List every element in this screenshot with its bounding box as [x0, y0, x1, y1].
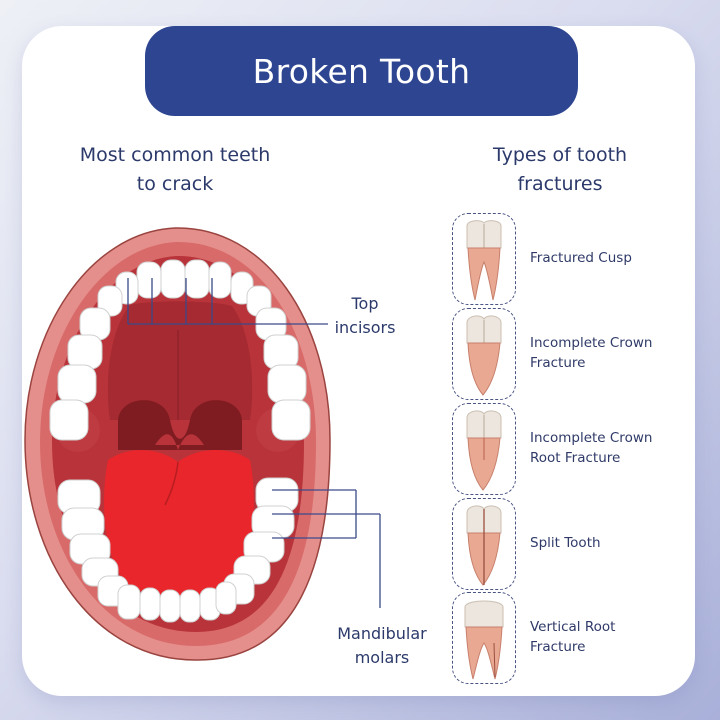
fracture-label-line2: Fracture	[530, 355, 586, 371]
fractured-cusp-tooth-icon	[452, 213, 516, 305]
tongue	[104, 450, 254, 597]
fracture-label: Split Tooth	[530, 535, 601, 551]
incomplete-crown-fracture-tooth-icon	[452, 308, 516, 400]
fracture-item-vertical-root: Vertical Root Fracture	[452, 592, 687, 684]
top-incisors-callout-lines	[127, 278, 328, 325]
lower-teeth	[57, 477, 299, 623]
page-title: Broken Tooth	[252, 51, 471, 91]
fracture-label: Incomplete Crown	[530, 335, 653, 351]
label-top-incisors: Top incisors	[330, 292, 400, 340]
label-mand-line2: molars	[354, 648, 410, 667]
incomplete-crown-root-fracture-tooth-icon	[452, 403, 516, 495]
upper-teeth	[49, 259, 311, 441]
fracture-item-incomplete-crown-root: Incomplete Crown Root Fracture	[452, 403, 687, 495]
right-heading-line1: Types of tooth	[492, 144, 628, 166]
fracture-item-fractured-cusp: Fractured Cusp	[452, 213, 687, 305]
left-heading-line1: Most common teeth	[79, 144, 271, 166]
fracture-item-incomplete-crown: Incomplete Crown Fracture	[452, 308, 687, 400]
fracture-label: Fractured Cusp	[530, 250, 632, 266]
fracture-label: Incomplete Crown	[530, 430, 653, 446]
label-mand-line1: Mandibular	[337, 624, 427, 643]
vertical-root-fracture-tooth-icon	[452, 592, 516, 684]
title-banner: Broken Tooth	[145, 26, 578, 116]
mandibular-molars-callout-lines	[272, 489, 381, 608]
label-top-line2: incisors	[334, 318, 396, 337]
label-mandibular-molars: Mandibular molars	[322, 622, 442, 670]
left-section-heading: Most common teeth to crack	[60, 141, 290, 199]
split-tooth-icon	[452, 498, 516, 590]
right-heading-line2: fractures	[517, 173, 603, 195]
right-section-heading: Types of tooth fractures	[455, 141, 665, 199]
fracture-item-split-tooth: Split Tooth	[452, 498, 687, 590]
fracture-label: Vertical Root	[530, 619, 616, 635]
left-heading-line2: to crack	[136, 173, 214, 195]
label-top-line1: Top	[351, 294, 379, 313]
fracture-label-line2: Fracture	[530, 639, 586, 655]
fracture-label-line2: Root Fracture	[530, 450, 621, 466]
